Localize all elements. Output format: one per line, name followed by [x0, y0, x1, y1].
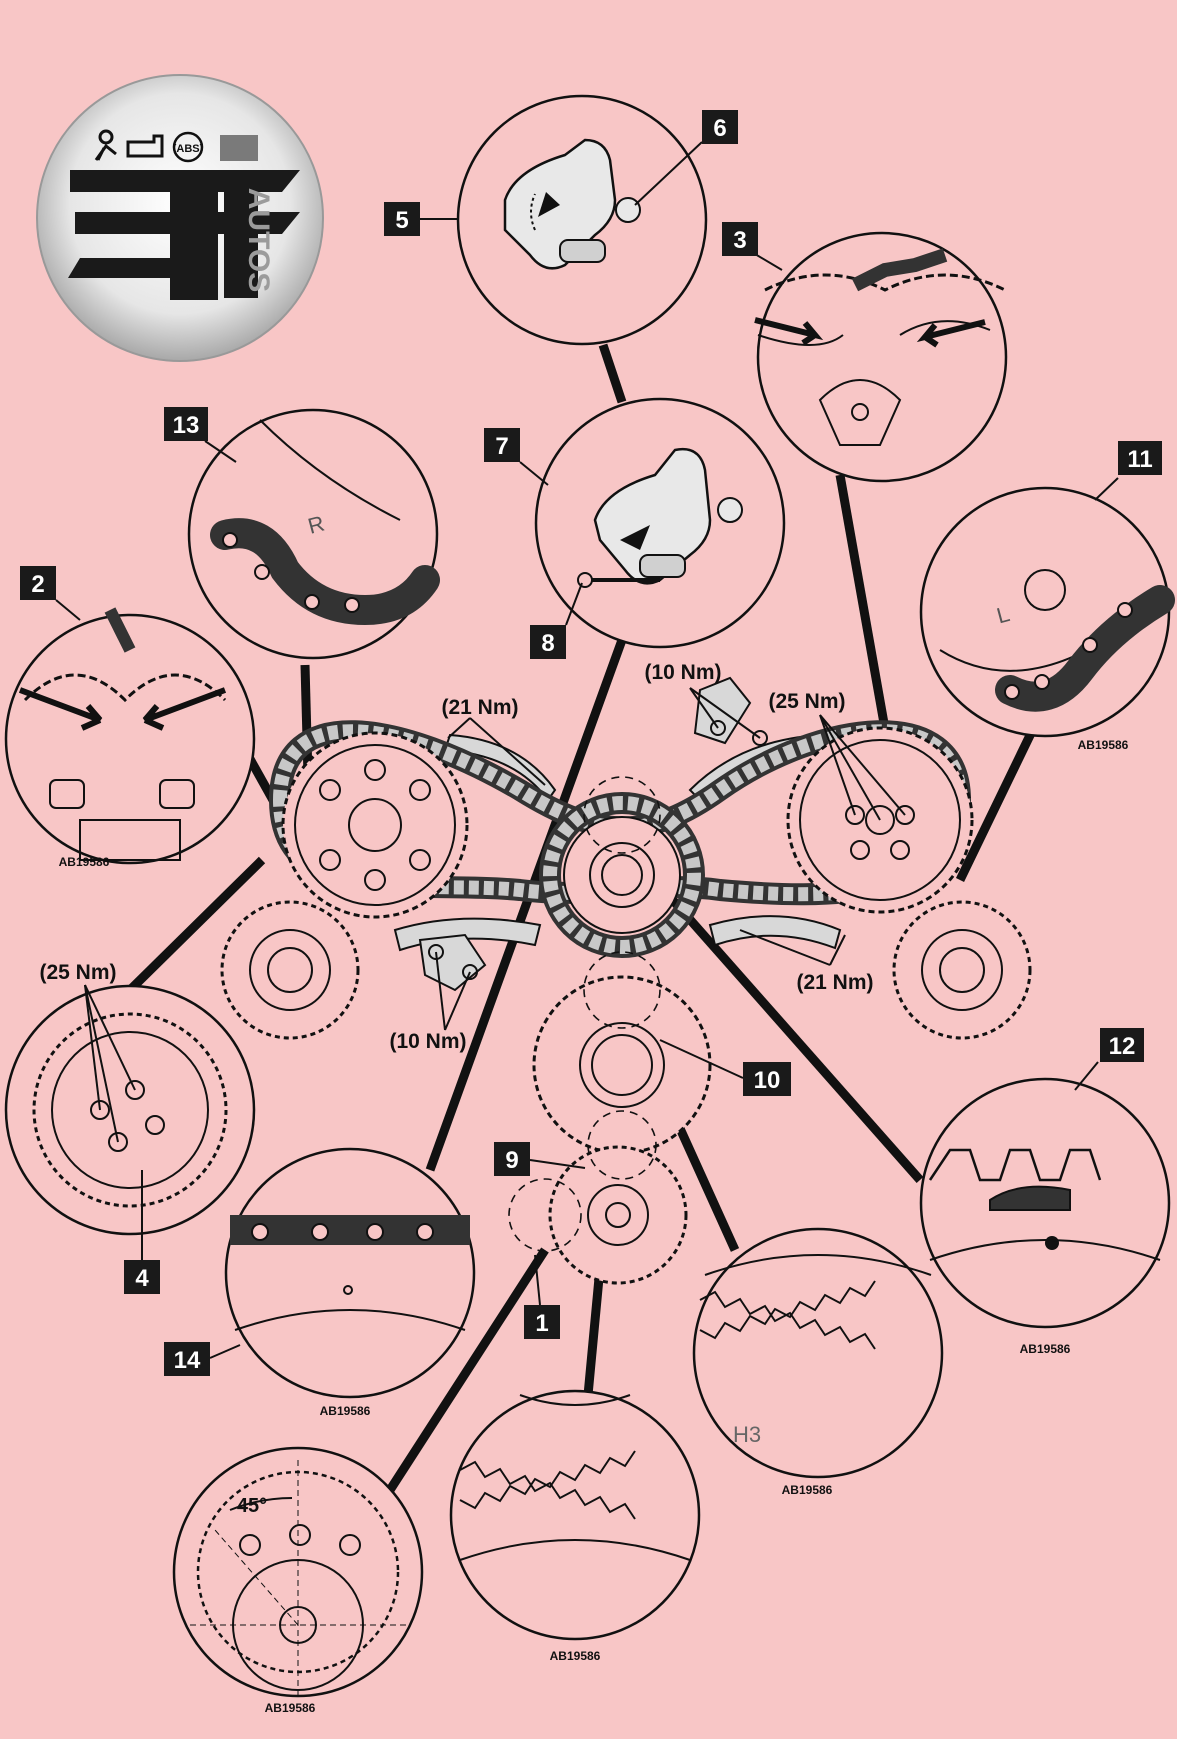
ref-code: AB19586 — [782, 1483, 833, 1497]
ref-code: AB19586 — [59, 855, 110, 869]
torque-pointers — [435, 687, 906, 1031]
ref-code: AB19586 — [550, 1649, 601, 1663]
torque-label-21-bottom: (21 Nm) — [796, 971, 873, 994]
abs-text: (ABS) — [173, 143, 204, 155]
ref-code: AB19586 — [320, 1404, 371, 1418]
brand-text: AUTOS — [242, 188, 275, 292]
svg-text:1: 1 — [535, 1310, 548, 1337]
airbag-icon — [94, 129, 117, 161]
svg-text:14: 14 — [174, 1347, 201, 1374]
torque-label-10-bottom: (10 Nm) — [389, 1030, 466, 1053]
callout-10: 10 — [659, 1039, 791, 1096]
r-mark: R — [305, 511, 327, 539]
detail-sprocket-alignment-upper — [754, 231, 1008, 483]
aux-sprocket-left — [220, 900, 360, 1040]
torque-label-25-top: (25 Nm) — [768, 690, 845, 713]
callout-2: 2 — [20, 566, 81, 621]
angle-mark: 45° — [237, 1495, 267, 1517]
ref-code: AB19586 — [1020, 1342, 1071, 1356]
torque-label-21-top: (21 Nm) — [441, 696, 518, 719]
callout-5: 5 — [384, 202, 458, 236]
callout-1: 1 — [524, 1254, 560, 1339]
callout-11: 11 — [1094, 441, 1162, 501]
crankshaft-sprocket — [563, 776, 681, 934]
logo: (ABS) AUTOS — [36, 74, 324, 362]
detail-chain-mark-left: R — [187, 408, 440, 660]
callout-6: 6 — [634, 110, 738, 206]
callout-4: 4 — [124, 1170, 160, 1294]
callout-13: 13 — [164, 407, 237, 463]
detail-tensioner-locked — [534, 397, 786, 649]
svg-text:5: 5 — [395, 207, 408, 234]
svg-text:3: 3 — [733, 227, 746, 254]
detail-gear-mesh-h3: H3 — [692, 1227, 944, 1479]
oil-pump-drive-gear — [532, 951, 712, 1155]
svg-text:8: 8 — [541, 630, 554, 657]
tensioner-lower — [418, 933, 487, 992]
balancer-gear — [508, 1110, 688, 1285]
h3-mark: H3 — [733, 1422, 761, 1447]
callout-3: 3 — [722, 222, 783, 271]
callout-8: 8 — [530, 582, 583, 659]
callout-9: 9 — [494, 1142, 586, 1176]
detail-gear-mesh-crank — [449, 1389, 701, 1641]
svg-text:13: 13 — [173, 412, 200, 439]
chain-guide-lower-right — [708, 915, 842, 950]
brand-mark: AUTOS — [68, 170, 300, 300]
detail-chain-link-balancer — [224, 1147, 476, 1399]
detail-angle-45: 45° — [172, 1446, 424, 1700]
callout-14: 14 — [164, 1342, 241, 1376]
svg-text:12: 12 — [1109, 1033, 1136, 1060]
svg-text:7: 7 — [495, 433, 508, 460]
svg-text:10: 10 — [754, 1067, 781, 1094]
torque-label-25-left: (25 Nm) — [39, 961, 116, 984]
detail-gear-dot-mark — [919, 1077, 1171, 1329]
svg-text:2: 2 — [31, 571, 44, 598]
detail-camshaft-bolts — [4, 984, 256, 1236]
timing-assembly — [220, 676, 1032, 1285]
svg-text:9: 9 — [505, 1147, 518, 1174]
detail-tensioner-retracted — [456, 94, 708, 346]
callout-7: 7 — [484, 428, 549, 486]
camshaft-sprocket-left — [281, 731, 469, 919]
check-engine-icon — [126, 134, 164, 158]
ref-code: AB19586 — [1078, 738, 1129, 752]
aux-sprocket-right — [892, 900, 1032, 1040]
callout-12: 12 — [1074, 1028, 1144, 1091]
svg-text:11: 11 — [1127, 446, 1152, 473]
detail-chain-mark-right: L — [919, 486, 1175, 738]
svg-text:6: 6 — [713, 115, 726, 142]
detail-sprocket-alignment-left — [4, 607, 256, 865]
torque-label-10-top: (10 Nm) — [644, 661, 721, 684]
ref-code: AB19586 — [265, 1701, 316, 1715]
svg-text:4: 4 — [135, 1265, 149, 1292]
abs-icon: (ABS) — [173, 131, 204, 163]
